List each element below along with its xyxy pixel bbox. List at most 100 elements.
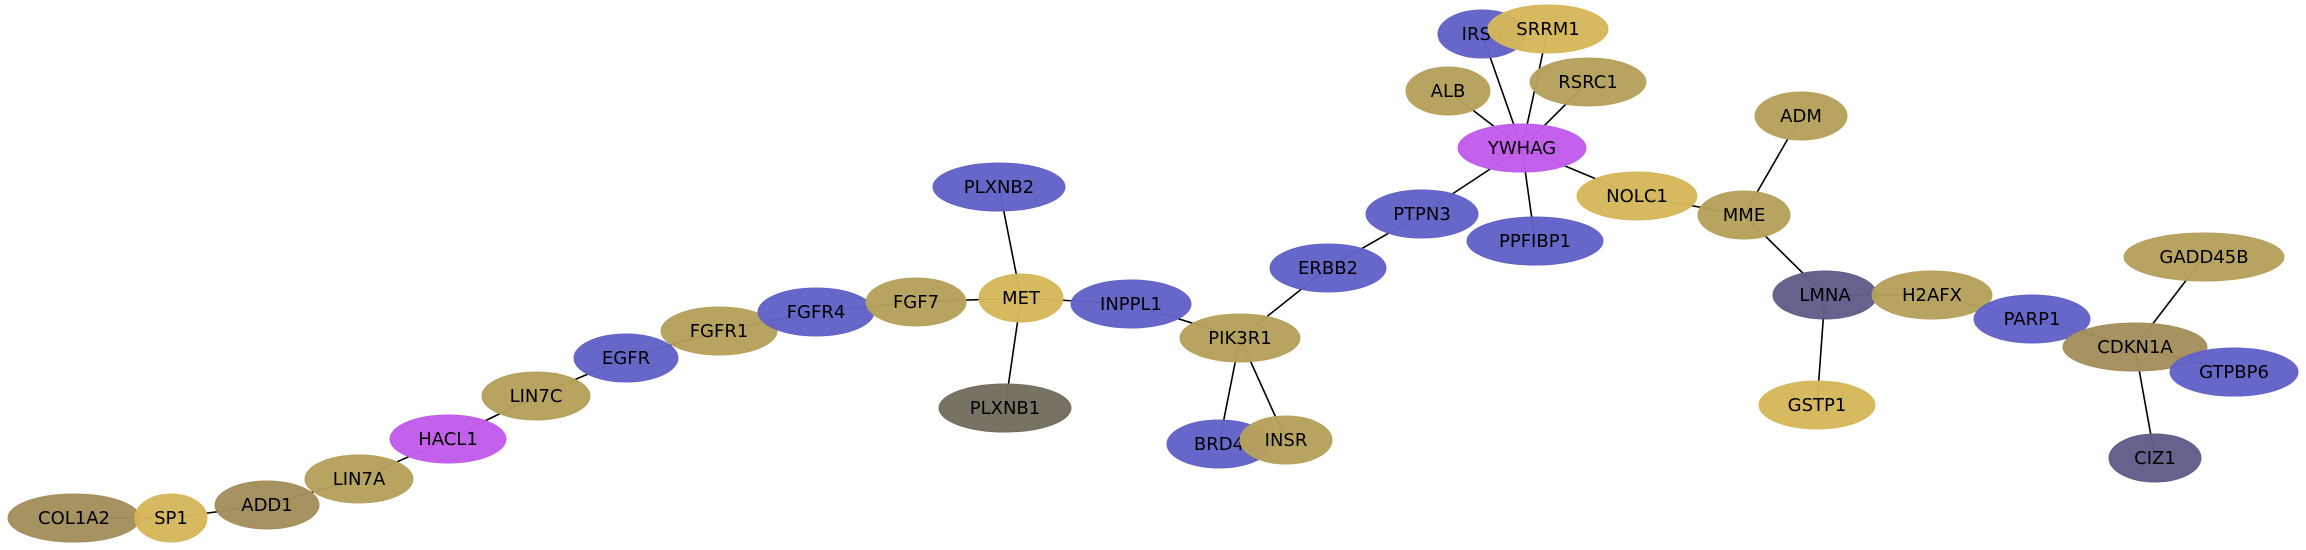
node-ellipse-inppl1 [1070,279,1192,329]
node-ptpn3: PTPN3 [1365,189,1479,239]
node-adm: ADM [1754,91,1848,141]
node-gadd45b: GADD45B [2123,232,2285,282]
node-plxnb2: PLXNB2 [932,162,1066,212]
node-ellipse-egfr [573,333,679,383]
node-ellipse-fgfr1 [660,306,778,356]
node-ellipse-gstp1 [1758,380,1876,430]
node-ellipse-parp1 [1973,294,2091,344]
node-label-brd4: BRD4 [1194,434,1244,455]
node-label-plxnb2: PLXNB2 [964,177,1034,198]
node-ellipse-nolc1 [1576,171,1698,221]
node-hacl1: HACL1 [389,414,507,464]
node-ellipse-ppfibp1 [1466,216,1604,266]
node-label-gtpbp6: GTPBP6 [2199,362,2269,383]
node-plxnb1: PLXNB1 [938,383,1072,433]
node-label-plxnb1: PLXNB1 [970,398,1040,419]
node-inppl1: INPPL1 [1070,279,1192,329]
node-mme: MME [1697,190,1791,240]
node-ellipse-ywhag [1457,123,1587,173]
node-ellipse-gtpbp6 [2169,347,2299,397]
node-ellipse-erbb2 [1269,243,1387,293]
node-ellipse-mme [1697,190,1791,240]
node-nolc1: NOLC1 [1576,171,1698,221]
node-alb: ALB [1405,66,1491,116]
node-ellipse-gadd45b [2123,232,2285,282]
node-label-add1: ADD1 [241,495,293,516]
node-label-egfr: EGFR [602,348,650,369]
node-ellipse-ptpn3 [1365,189,1479,239]
node-label-ptpn3: PTPN3 [1393,204,1451,225]
node-label-pik3r1: PIK3R1 [1208,328,1271,349]
node-ellipse-h2afx [1871,270,1993,320]
node-ellipse-lin7a [304,454,414,504]
node-label-inppl1: INPPL1 [1100,294,1162,315]
node-label-insr: INSR [1265,430,1308,451]
node-insr: INSR [1239,415,1333,465]
node-label-erbb2: ERBB2 [1298,258,1358,279]
node-label-lmna: LMNA [1799,285,1851,306]
node-ellipse-plxnb2 [932,162,1066,212]
node-h2afx: H2AFX [1871,270,1993,320]
node-ciz1: CIZ1 [2108,433,2202,483]
node-ellipse-adm [1754,91,1848,141]
node-ellipse-sp1 [134,493,208,543]
node-ellipse-insr [1239,415,1333,465]
node-label-alb: ALB [1431,81,1466,102]
node-ellipse-plxnb1 [938,383,1072,433]
node-sp1: SP1 [134,493,208,543]
node-label-met: MET [1002,288,1041,309]
node-rsrc1: RSRC1 [1529,57,1647,107]
node-layer: COL1A2 SP1 ADD1 LIN7A HACL1 LIN7C EGFR FGFR1 FGF… [7,4,2299,543]
node-label-fgfr1: FGFR1 [690,321,749,342]
node-lin7c: LIN7C [481,371,591,421]
node-label-ppfibp1: PPFIBP1 [1499,231,1571,252]
node-label-adm: ADM [1780,106,1822,127]
node-ywhag: YWHAG [1457,123,1587,173]
node-label-fgfr4: FGFR4 [787,302,846,323]
node-ellipse-add1 [214,480,320,530]
node-label-gadd45b: GADD45B [2159,247,2248,268]
node-ellipse-srrm1 [1487,4,1609,54]
node-lin7a: LIN7A [304,454,414,504]
node-ellipse-lin7c [481,371,591,421]
node-ellipse-fgf7 [865,277,967,327]
node-label-ywhag: YWHAG [1487,138,1556,159]
node-label-nolc1: NOLC1 [1606,186,1668,207]
node-ellipse-pik3r1 [1179,313,1301,363]
node-ellipse-hacl1 [389,414,507,464]
node-lmna: LMNA [1772,270,1878,320]
node-label-gstp1: GSTP1 [1788,395,1847,416]
node-add1: ADD1 [214,480,320,530]
node-label-rsrc1: RSRC1 [1558,72,1618,93]
node-cdkn1a: CDKN1A [2062,322,2208,372]
node-label-lin7a: LIN7A [333,469,386,490]
node-pik3r1: PIK3R1 [1179,313,1301,363]
node-label-cdkn1a: CDKN1A [2097,337,2173,358]
node-label-col1a2: COL1A2 [38,508,110,529]
node-ellipse-met [978,273,1064,323]
node-gtpbp6: GTPBP6 [2169,347,2299,397]
node-label-hacl1: HACL1 [418,429,478,450]
node-srrm1: SRRM1 [1487,4,1609,54]
node-fgf7: FGF7 [865,277,967,327]
node-fgfr1: FGFR1 [660,306,778,356]
node-label-srrm1: SRRM1 [1516,19,1579,40]
node-label-ciz1: CIZ1 [2134,448,2176,469]
node-label-lin7c: LIN7C [510,386,563,407]
node-ppfibp1: PPFIBP1 [1466,216,1604,266]
node-met: MET [978,273,1064,323]
node-col1a2: COL1A2 [7,493,141,543]
node-label-fgf7: FGF7 [893,292,939,313]
node-gstp1: GSTP1 [1758,380,1876,430]
node-egfr: EGFR [573,333,679,383]
node-ellipse-alb [1405,66,1491,116]
node-erbb2: ERBB2 [1269,243,1387,293]
node-label-mme: MME [1723,205,1765,226]
node-ellipse-ciz1 [2108,433,2202,483]
node-label-sp1: SP1 [154,508,188,529]
node-ellipse-cdkn1a [2062,322,2208,372]
node-parp1: PARP1 [1973,294,2091,344]
node-fgfr4: FGFR4 [757,287,875,337]
node-label-parp1: PARP1 [2004,309,2061,330]
